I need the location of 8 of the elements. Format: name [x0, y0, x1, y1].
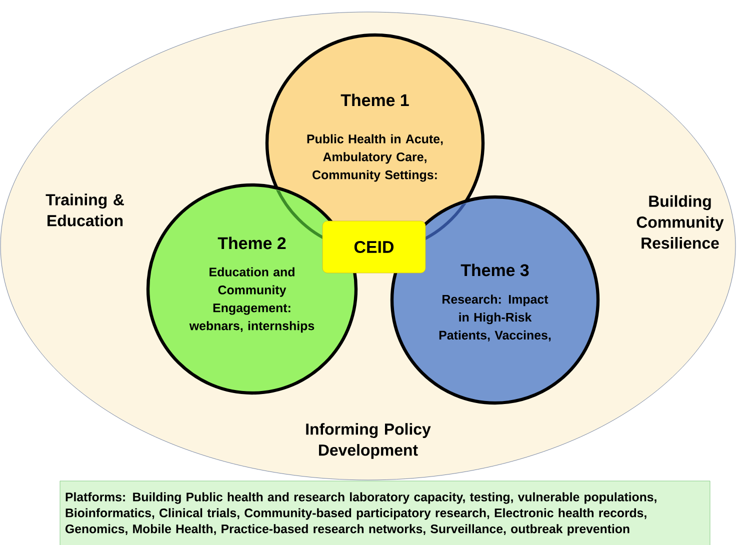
platforms-box: Platforms: Building Public health and research laboratory capacity, testing, vulnerable populations, Bioinformatics, Clinical trials, Community-based participatory research, Electronic health records, Genomics, Mobile Health, Practice-based research networks, Surveillance, outbreak prevention — [60, 480, 710, 545]
node-label: Education and Community Engagement: webnars, internships — [189, 267, 314, 333]
outer-label: Training & Education — [46, 194, 124, 226]
node-label: Theme 3 — [460, 264, 529, 276]
node-label: Research: Impact in High-Risk Patients, Vaccines, — [439, 294, 551, 342]
center-box: CEID — [322, 220, 426, 274]
outer-label: Building Community Resilience — [636, 195, 724, 249]
outer-label: Informing Policy Development — [306, 423, 431, 459]
